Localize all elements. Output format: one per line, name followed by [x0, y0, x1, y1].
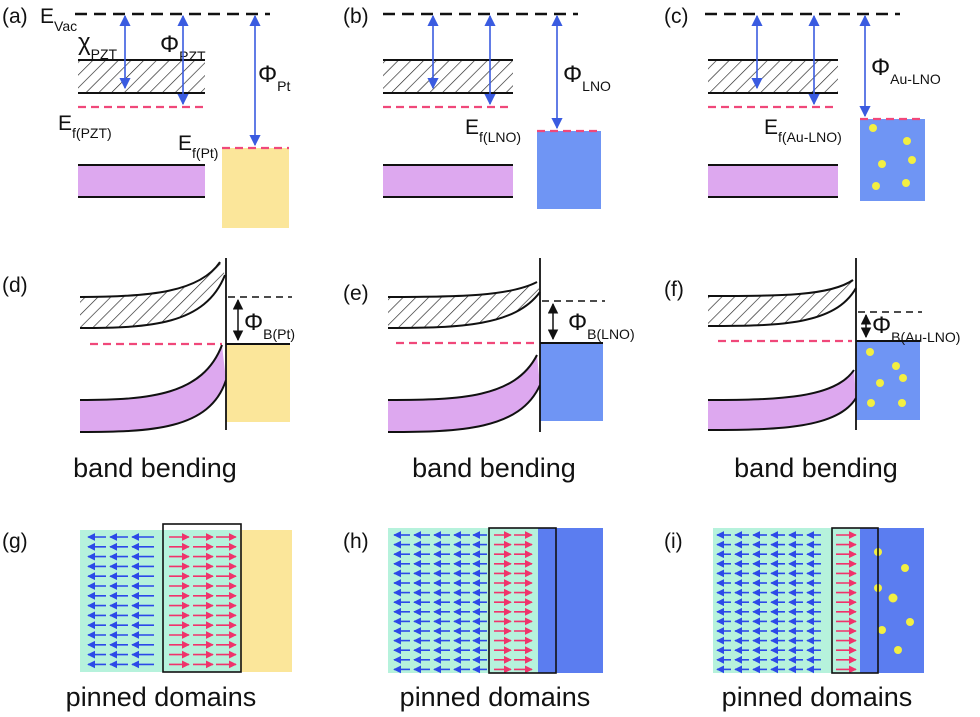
panel-label-h: (h) [343, 530, 369, 553]
valence-band-top-curve [387, 354, 538, 401]
conduction-band-bottom-curve [707, 287, 857, 327]
au-dot [867, 399, 875, 407]
phi-lno-label: ΦLNO [563, 61, 611, 94]
domain-arrows [716, 531, 857, 674]
au-nanoparticles [869, 124, 916, 190]
conduction-band-hatch [708, 60, 838, 93]
au-dot [888, 593, 898, 603]
domain-arrows [87, 533, 237, 669]
bent-valence-band [80, 345, 226, 432]
panel-b: (b) ΦLNO Ef(LNO) [343, 5, 611, 209]
au-lno-electrode [856, 341, 920, 420]
conduction-band-top-curve [387, 281, 538, 298]
panel-f: (f) ΦB(Au-LNO) band bending [664, 258, 960, 483]
caption-band-bending-d: band bending [73, 453, 237, 483]
phi-b-lno-label: ΦB(LNO) [568, 309, 635, 342]
ef-pzt-label: Ef(PZT) [58, 112, 112, 141]
pinned-region-box [831, 527, 879, 674]
au-dot [898, 399, 906, 407]
au-dot [908, 156, 916, 164]
panel-i: (i) pinned domains [664, 527, 924, 712]
au-dot [869, 124, 877, 132]
phi-au-lno-label: ΦAu-LNO [871, 54, 941, 87]
valence-band [78, 165, 205, 197]
ef-lno-label: Ef(LNO) [465, 116, 521, 145]
pinned-region-box [162, 523, 242, 673]
au-dot [899, 374, 907, 382]
panel-label-g: (g) [2, 530, 28, 553]
conduction-band-bottom-curve [79, 274, 226, 329]
caption-band-bending-e: band bending [412, 453, 576, 483]
conduction-band-bottom-curve [387, 291, 541, 329]
panel-label-e: (e) [343, 282, 369, 305]
valence-band-bottom-curve [79, 379, 227, 433]
phi-b-au-lno-label: ΦB(Au-LNO) [872, 312, 960, 345]
panel-label-a: (a) [2, 5, 28, 28]
panel-label-d: (d) [2, 274, 28, 297]
lno-electrode [540, 343, 603, 421]
phi-b-pt-label: ΦB(Pt) [244, 309, 295, 342]
conduction-band-hatch [383, 60, 513, 93]
au-dot [894, 646, 902, 654]
au-dot [876, 379, 884, 387]
au-dot [878, 160, 886, 168]
panel-c: (c) ΦAu-LNO Ef(Au-LNO) [664, 5, 941, 201]
valence-band-top-curve [79, 344, 223, 401]
au-dot [872, 182, 880, 190]
conduction-band-top-curve [707, 279, 854, 297]
caption-pinned-domains-i: pinned domains [722, 682, 913, 712]
pzt-film [80, 530, 240, 672]
panel-a: (a) EVac χPZT ΦPZT Ef(PZT) ΦPt Ef(Pt) [2, 5, 290, 228]
panel-label-i: (i) [664, 530, 683, 553]
conduction-band-top-curve [79, 261, 221, 298]
bent-valence-band [388, 355, 540, 432]
au-dot [866, 348, 874, 356]
caption-pinned-domains-h: pinned domains [400, 682, 591, 712]
caption-band-bending-f: band bending [734, 453, 898, 483]
valence-band [383, 165, 513, 197]
conduction-band-hatch [78, 60, 205, 93]
domain-arrows [393, 531, 533, 674]
lno-electrode [537, 131, 601, 209]
phi-pt-label: ΦPt [258, 61, 290, 94]
pt-electrode [222, 148, 289, 228]
pinned-region-box [488, 527, 557, 674]
e-vac-symbol: EVac [40, 5, 77, 34]
panel-label-c: (c) [664, 5, 689, 28]
au-dot [903, 137, 911, 145]
au-dot [878, 626, 886, 634]
pzt-film [713, 528, 860, 673]
bent-conduction-band [80, 262, 225, 328]
panel-d: (d) ΦB(Pt) band bending [2, 258, 295, 483]
pt-electrode [240, 530, 292, 672]
au-dot [892, 362, 900, 370]
caption-pinned-domains-g: pinned domains [66, 682, 257, 712]
au-dot [901, 564, 909, 572]
valence-band-bottom-curve [707, 397, 857, 431]
pt-electrode [226, 344, 290, 422]
bent-conduction-band [708, 280, 856, 326]
panel-label-b: (b) [343, 5, 369, 28]
valence-band-top-curve [707, 369, 855, 401]
panel-label-f: (f) [664, 278, 684, 301]
panel-h: (h) pinned domains [343, 527, 603, 712]
bent-conduction-band [388, 282, 540, 328]
lno-electrode [538, 528, 603, 673]
panel-e: (e) ΦB(LNO) band bending [343, 258, 635, 483]
valence-band-bottom-curve [387, 384, 541, 433]
ef-au-lno-label: Ef(Au-LNO) [764, 116, 842, 145]
au-nanoparticles [866, 348, 907, 407]
valence-band [708, 165, 838, 197]
panel-g: (g) pinned domains [2, 523, 292, 712]
chi-pzt-label: χPZT [78, 29, 117, 62]
bent-valence-band [708, 370, 856, 430]
ef-pt-label: Ef(Pt) [178, 132, 218, 161]
pzt-film [388, 528, 538, 673]
au-dot [906, 618, 914, 626]
au-dot [902, 179, 910, 187]
